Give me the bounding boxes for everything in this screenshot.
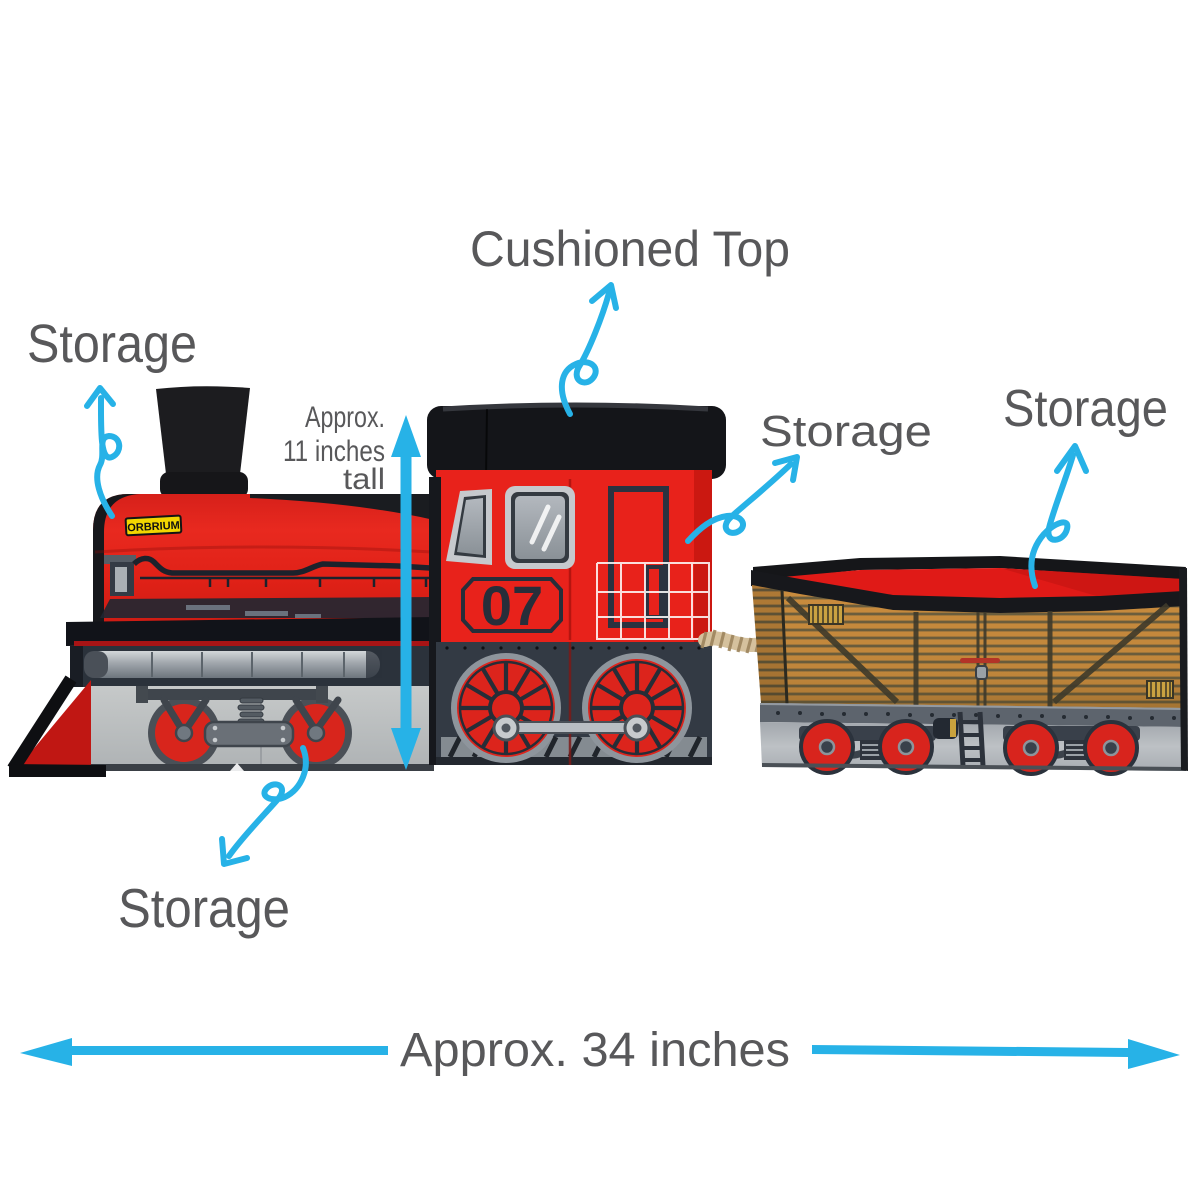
- svg-text:Approx.: Approx.: [305, 401, 385, 434]
- svg-text:11 inches: 11 inches: [283, 435, 385, 468]
- svg-text:Approx. 34 inches: Approx. 34 inches: [400, 1024, 790, 1077]
- svg-text:tall: tall: [343, 463, 385, 496]
- svg-text:07: 07: [481, 574, 543, 637]
- svg-text:Storage: Storage: [118, 877, 290, 939]
- svg-text:Storage: Storage: [760, 407, 932, 456]
- svg-text:Cushioned Top: Cushioned Top: [470, 221, 790, 277]
- svg-text:Storage: Storage: [27, 314, 197, 374]
- svg-text:ORBRIUM: ORBRIUM: [127, 520, 180, 535]
- svg-text:Storage: Storage: [1003, 380, 1168, 438]
